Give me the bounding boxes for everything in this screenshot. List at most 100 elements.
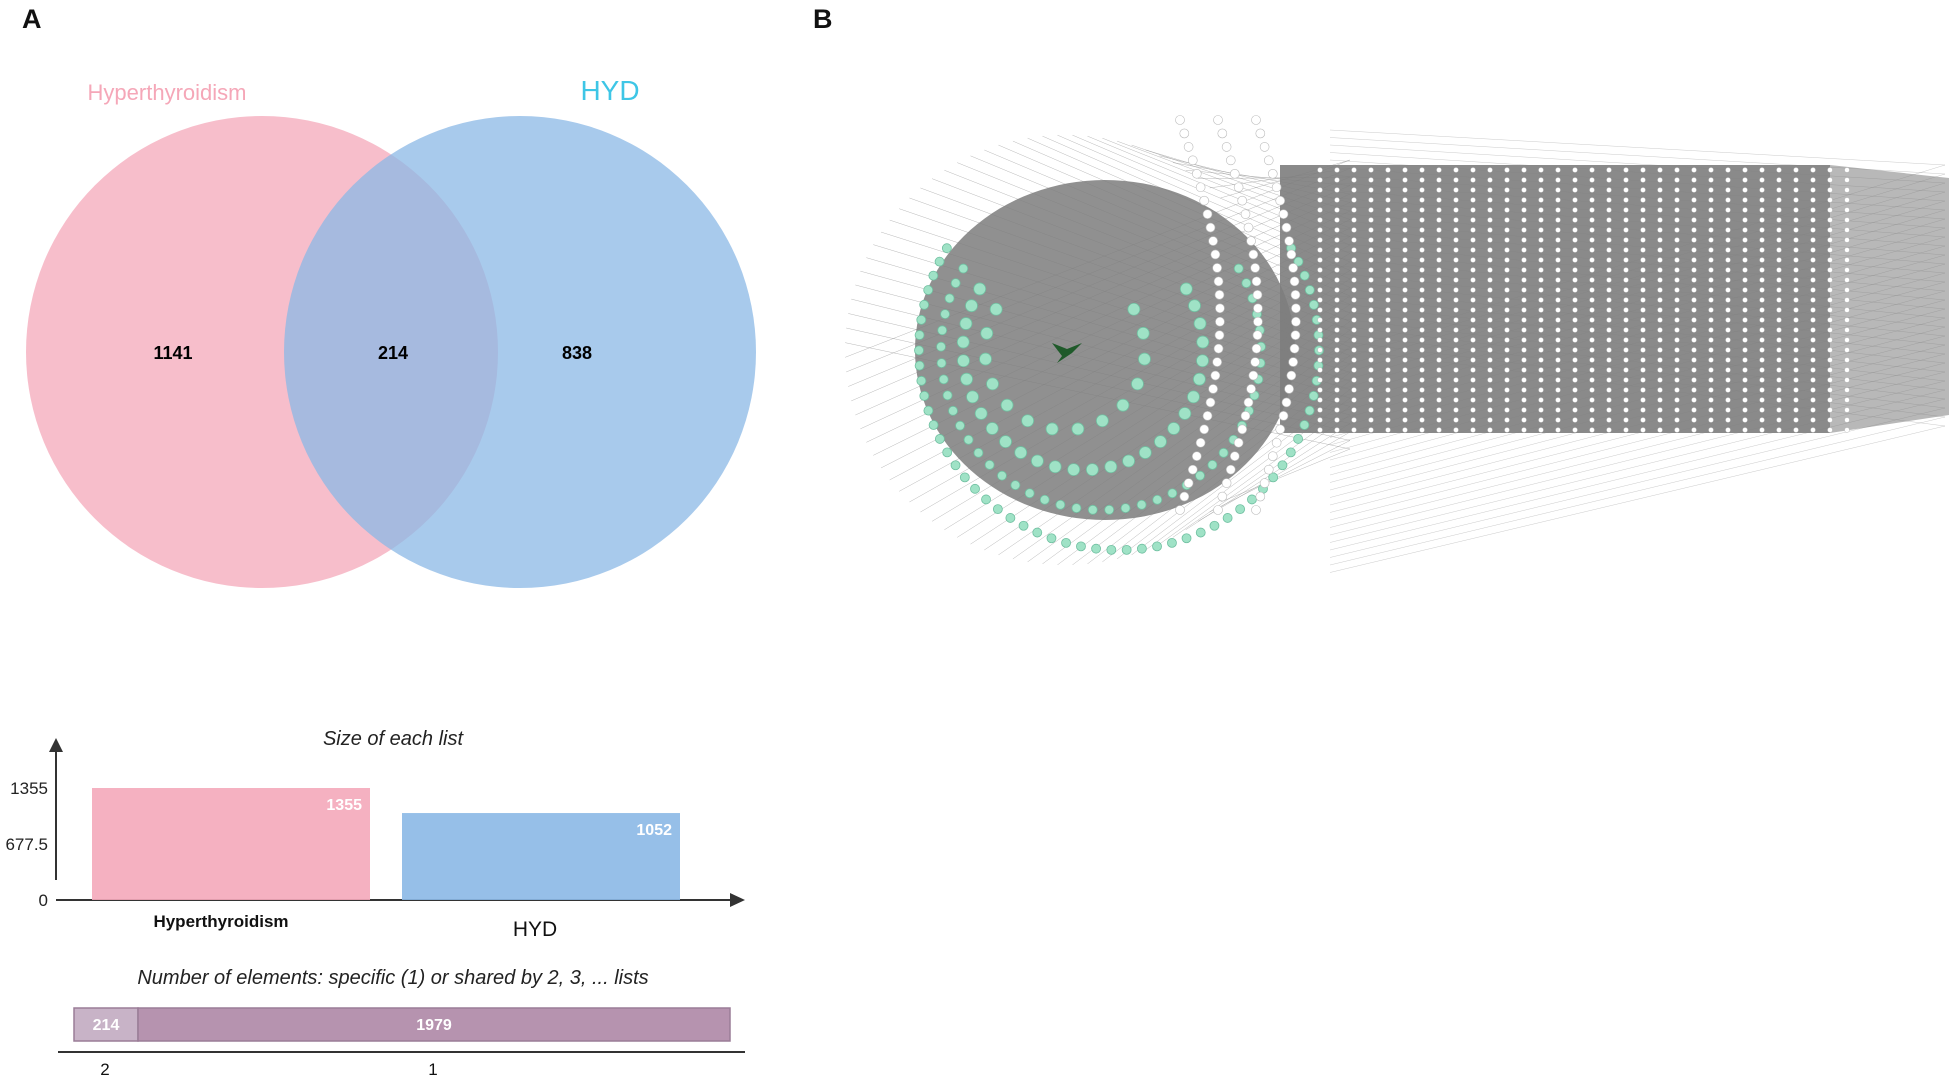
network-node bbox=[1742, 267, 1748, 273]
network-node bbox=[1368, 247, 1374, 253]
network-node bbox=[1334, 347, 1340, 353]
network-node bbox=[1657, 167, 1663, 173]
network-node bbox=[1187, 155, 1198, 166]
network-node bbox=[1436, 397, 1442, 403]
network-node bbox=[1555, 407, 1561, 413]
network-node bbox=[1827, 317, 1833, 323]
network-node bbox=[1436, 197, 1442, 203]
network-node bbox=[1286, 370, 1297, 381]
network-node bbox=[916, 375, 927, 386]
network-node bbox=[1470, 207, 1476, 213]
network-node bbox=[1589, 417, 1595, 423]
network-node bbox=[1759, 177, 1765, 183]
network-node bbox=[1214, 330, 1225, 340]
network-node bbox=[1623, 337, 1629, 343]
network-node bbox=[981, 494, 991, 505]
network-node bbox=[1827, 197, 1833, 203]
network-node bbox=[1351, 407, 1357, 413]
network-node bbox=[1436, 347, 1442, 353]
network-node bbox=[1293, 256, 1304, 267]
network-node bbox=[1589, 237, 1595, 243]
network-node bbox=[1776, 417, 1782, 423]
network-node bbox=[1210, 370, 1221, 381]
network-node bbox=[1419, 277, 1425, 283]
network-node bbox=[1419, 417, 1425, 423]
network-node bbox=[1368, 307, 1374, 313]
network-node bbox=[1657, 207, 1663, 213]
network-node bbox=[1470, 197, 1476, 203]
network-node bbox=[1368, 407, 1374, 413]
network-node bbox=[1187, 390, 1200, 404]
network-node bbox=[1453, 227, 1459, 233]
network-node bbox=[1640, 217, 1646, 223]
network-node bbox=[1759, 417, 1765, 423]
network-node bbox=[1776, 427, 1782, 433]
network-node bbox=[1827, 257, 1833, 263]
network-node bbox=[1334, 177, 1340, 183]
network-node bbox=[1827, 377, 1833, 383]
network-node bbox=[1253, 303, 1263, 314]
network-node bbox=[1436, 207, 1442, 213]
network-node bbox=[1487, 227, 1493, 233]
panel-label-a: A bbox=[22, 4, 42, 34]
network-node bbox=[1470, 417, 1476, 423]
network-node bbox=[1623, 317, 1629, 323]
network-node bbox=[1725, 387, 1731, 393]
network-node bbox=[1402, 397, 1408, 403]
network-node bbox=[1674, 417, 1680, 423]
network-node bbox=[1793, 257, 1799, 263]
network-node bbox=[1196, 354, 1209, 368]
network-node bbox=[1521, 297, 1527, 303]
network-node bbox=[1385, 327, 1391, 333]
network-node bbox=[1504, 227, 1510, 233]
network-node bbox=[1351, 357, 1357, 363]
network-node bbox=[1351, 317, 1357, 323]
network-node bbox=[1844, 187, 1850, 193]
network-node bbox=[1351, 197, 1357, 203]
network-node bbox=[974, 407, 988, 420]
network-node bbox=[1776, 407, 1782, 413]
network-node bbox=[1521, 307, 1527, 313]
network-node bbox=[1538, 207, 1544, 213]
network-node bbox=[1487, 247, 1493, 253]
network-node bbox=[1827, 397, 1833, 403]
network-node bbox=[1385, 167, 1391, 173]
network-node bbox=[1691, 407, 1697, 413]
network-node bbox=[1453, 187, 1459, 193]
network-node bbox=[1589, 187, 1595, 193]
network-node bbox=[914, 360, 925, 371]
network-node bbox=[1453, 317, 1459, 323]
network-node bbox=[1288, 263, 1298, 273]
network-node bbox=[1555, 377, 1561, 383]
network-node bbox=[1708, 407, 1714, 413]
network-node bbox=[1453, 217, 1459, 223]
network-node bbox=[1453, 367, 1459, 373]
network-node bbox=[1024, 488, 1035, 499]
network-node bbox=[1708, 277, 1714, 283]
network-node bbox=[1191, 168, 1202, 179]
network-node bbox=[1252, 330, 1263, 340]
network-node bbox=[1487, 257, 1493, 263]
network-node bbox=[1657, 267, 1663, 273]
network-node bbox=[1215, 303, 1225, 314]
network-node bbox=[1179, 282, 1193, 296]
network-node bbox=[1606, 357, 1612, 363]
network-node bbox=[1742, 197, 1748, 203]
network-node bbox=[1402, 347, 1408, 353]
network-node bbox=[1233, 263, 1244, 274]
network-node bbox=[1640, 337, 1646, 343]
network-node bbox=[1402, 287, 1408, 293]
network-node bbox=[1419, 257, 1425, 263]
network-node bbox=[1334, 167, 1340, 173]
network-node bbox=[1538, 187, 1544, 193]
network-node bbox=[1640, 167, 1646, 173]
network-node bbox=[1538, 397, 1544, 403]
network-node bbox=[1436, 237, 1442, 243]
network-node bbox=[1317, 317, 1323, 323]
network-node bbox=[1039, 494, 1050, 505]
network-node bbox=[1555, 197, 1561, 203]
network-node bbox=[1368, 327, 1374, 333]
network-node bbox=[1317, 187, 1323, 193]
network-node bbox=[1793, 177, 1799, 183]
